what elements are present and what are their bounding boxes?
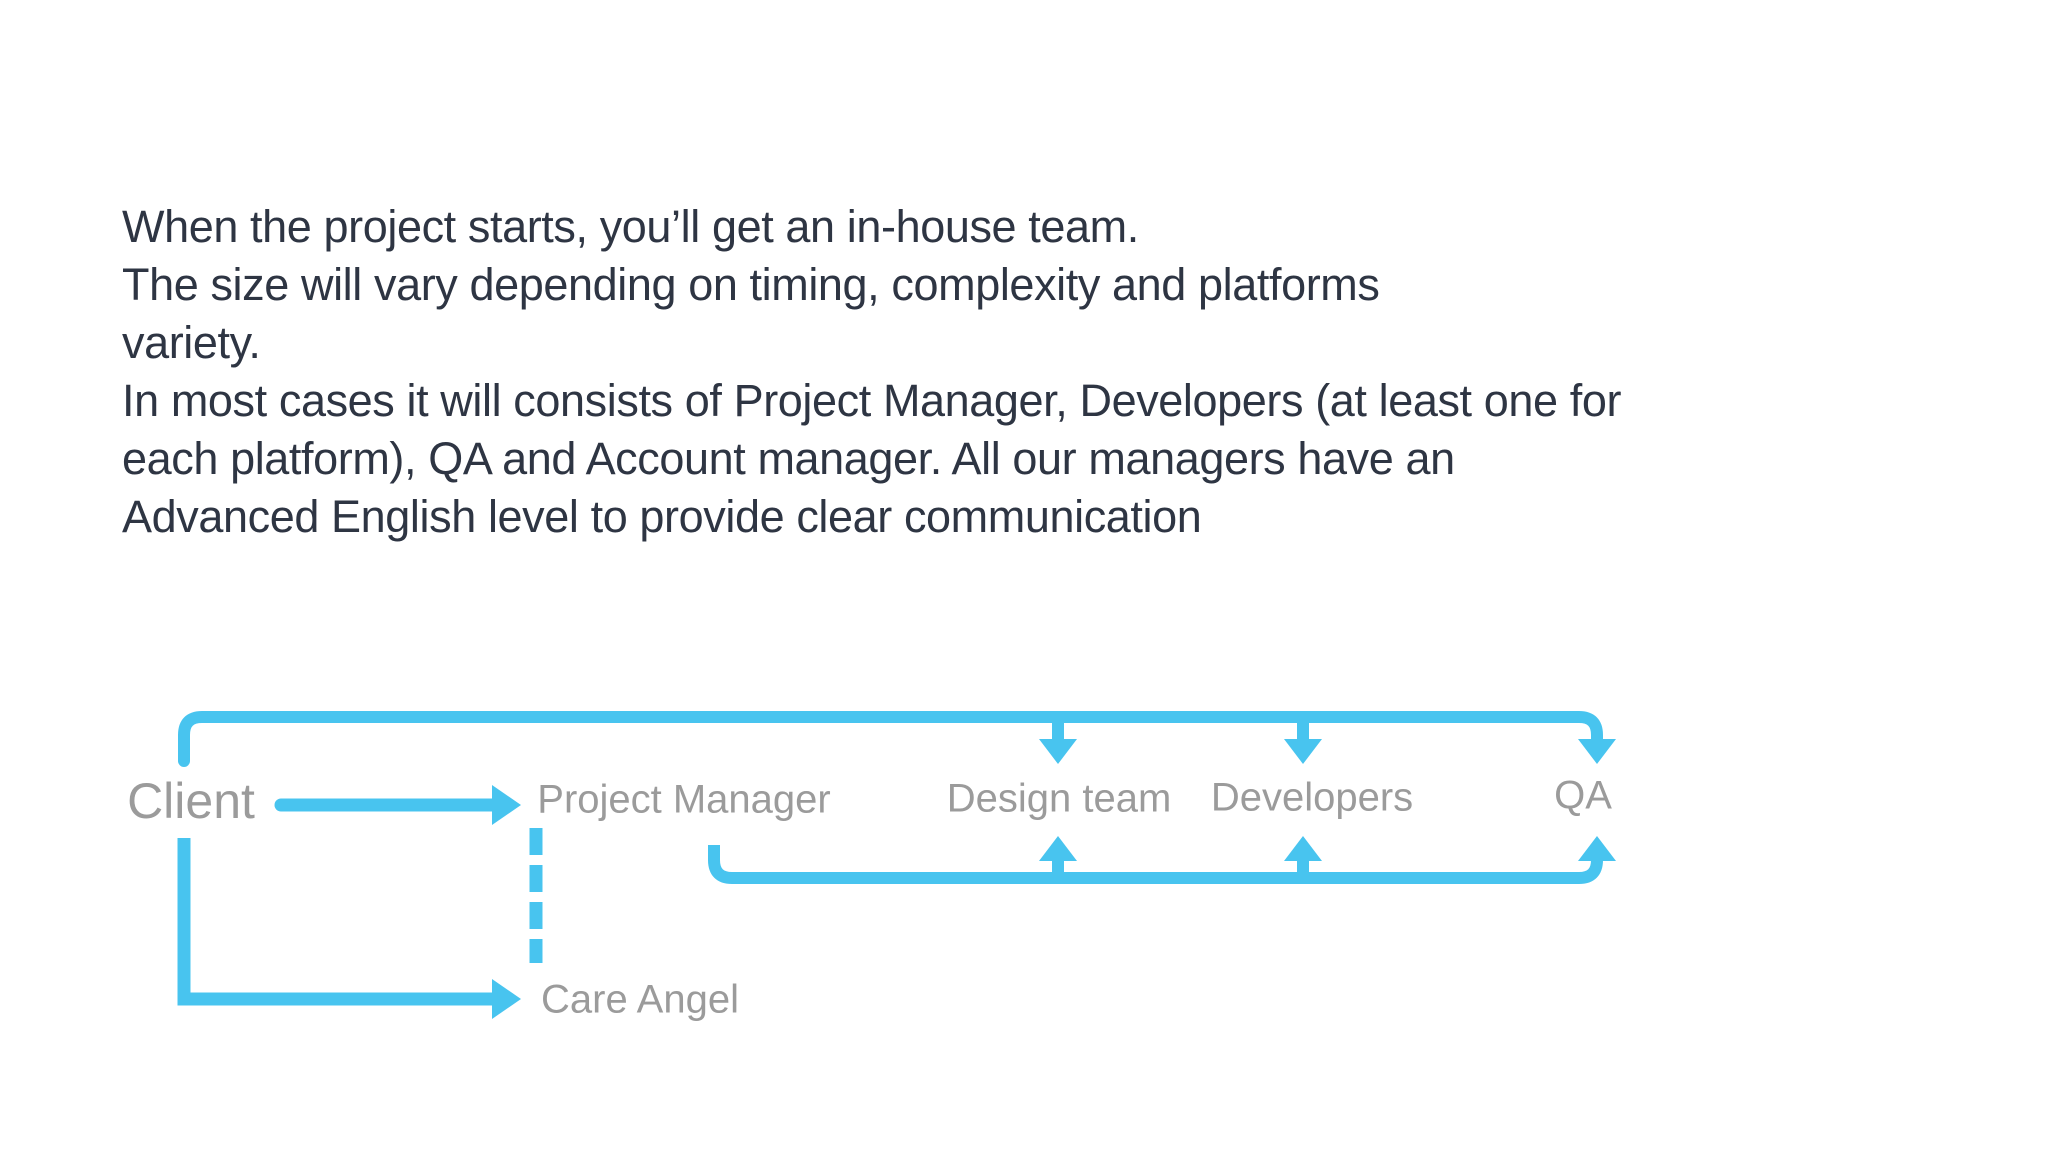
client-to-care-angel-arrowhead-icon [492, 979, 521, 1019]
node-label-developers: Developers [1210, 775, 1414, 820]
bottom-bracket-line [708, 845, 1603, 884]
down-arrowhead-developers-icon [1284, 739, 1322, 764]
intro-paragraph: When the project starts, you’ll get an i… [122, 201, 1622, 542]
up-arrowhead-qa-icon [1578, 836, 1616, 861]
node-label-client: Client [127, 773, 255, 829]
up-arrowhead-design-team-icon [1039, 836, 1077, 861]
down-arrowhead-design-team-icon [1039, 739, 1077, 764]
up-arrowhead-developers-icon [1284, 836, 1322, 861]
client-to-pm-arrowhead-icon [492, 785, 521, 825]
top-bracket-line [178, 711, 1603, 767]
client-to-care-angel-line [177, 838, 492, 1006]
node-label-design-team: Design team [946, 776, 1172, 821]
node-label-qa: QA [1554, 773, 1612, 818]
node-label-care-angel: Care Angel [541, 977, 739, 1022]
node-label-project-manager: Project Manager [537, 777, 831, 822]
down-arrowhead-qa-icon [1578, 739, 1616, 764]
